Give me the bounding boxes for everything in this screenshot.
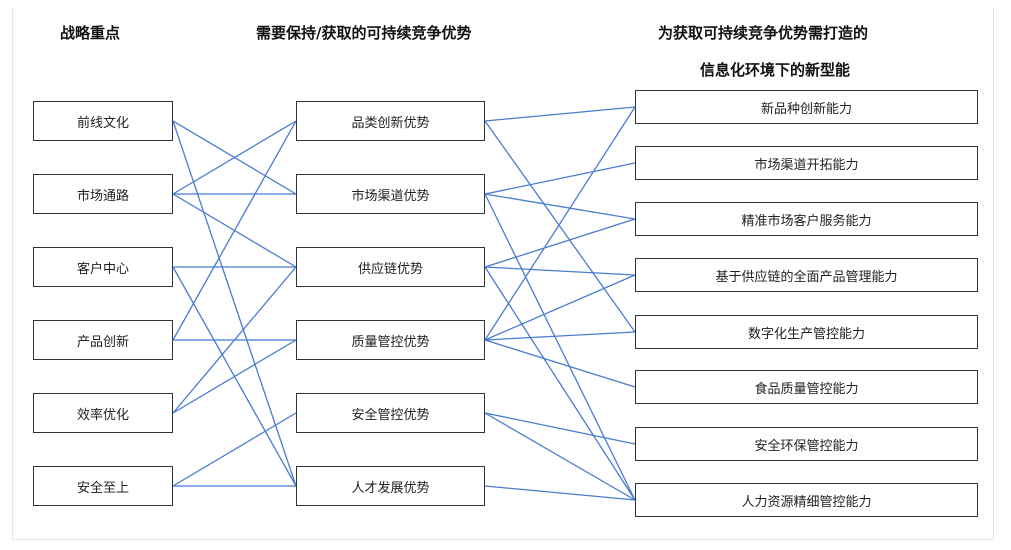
header-capabilities-line2: 信息化环境下的新型能	[700, 61, 851, 79]
link-strategy-to-advantage	[172, 412, 297, 487]
competitive-advantage-node: 安全管控优势	[296, 393, 485, 433]
capability-node: 基于供应链的全面产品管理能力	[635, 258, 978, 292]
capability-node: 食品质量管控能力	[635, 370, 978, 404]
link-strategy-to-advantage	[172, 120, 297, 195]
link-strategy-to-advantage	[172, 266, 297, 414]
strategic-focus-node: 客户中心	[33, 247, 173, 287]
competitive-advantage-node: 品类创新优势	[296, 101, 485, 141]
link-advantage-to-capability	[484, 266, 636, 501]
capability-node: 人力资源精细管控能力	[635, 483, 978, 517]
link-advantage-to-capability	[484, 162, 636, 195]
link-advantage-to-capability	[484, 106, 636, 341]
link-advantage-to-capability	[484, 120, 636, 333]
strategic-focus-node: 安全至上	[33, 466, 173, 506]
link-strategy-to-advantage	[172, 339, 297, 414]
capability-node: 新品种创新能力	[635, 90, 978, 124]
link-strategy-to-advantage	[172, 120, 297, 487]
competitive-advantage-node: 供应链优势	[296, 247, 485, 287]
competitive-advantage-node: 市场渠道优势	[296, 174, 485, 214]
capability-node: 市场渠道开拓能力	[635, 146, 978, 180]
link-strategy-to-advantage	[172, 120, 297, 341]
strategic-focus-node: 市场通路	[33, 174, 173, 214]
competitive-advantage-node: 质量管控优势	[296, 320, 485, 360]
link-advantage-to-capability	[484, 218, 636, 268]
header-competitive-advantage: 需要保持/获取的可持续竞争优势	[256, 24, 472, 42]
strategic-focus-node: 效率优化	[33, 393, 173, 433]
link-advantage-to-capability	[484, 193, 636, 501]
link-advantage-to-capability	[484, 193, 636, 220]
competitive-advantage-node: 人才发展优势	[296, 466, 485, 506]
strategic-focus-node: 前线文化	[33, 101, 173, 141]
link-advantage-to-capability	[484, 106, 636, 122]
link-advantage-to-capability	[484, 266, 636, 276]
header-strategic-focus: 战略重点	[60, 24, 121, 42]
link-advantage-to-capability	[484, 331, 636, 341]
link-advantage-to-capability	[484, 412, 636, 445]
link-advantage-to-capability	[484, 412, 636, 501]
link-advantage-to-capability	[484, 485, 636, 501]
header-capabilities-line1: 为获取可持续竞争优势需打造的	[658, 24, 869, 42]
link-advantage-to-capability	[484, 339, 636, 388]
link-advantage-to-capability	[484, 274, 636, 341]
diagram-card	[12, 8, 994, 540]
capability-node: 精准市场客户服务能力	[635, 202, 978, 236]
strategic-focus-node: 产品创新	[33, 320, 173, 360]
capability-node: 数字化生产管控能力	[635, 315, 978, 349]
capability-node: 安全环保管控能力	[635, 427, 978, 461]
